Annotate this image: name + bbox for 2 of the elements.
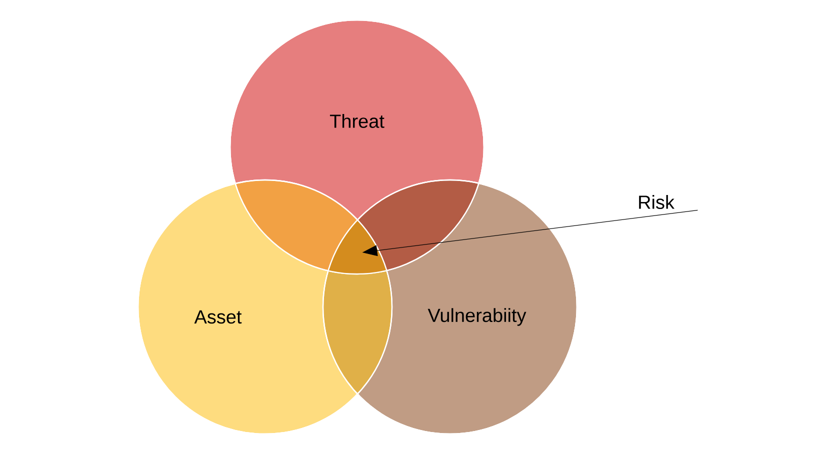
overlap-region (328, 220, 386, 274)
callout-label: Risk (639, 195, 674, 209)
